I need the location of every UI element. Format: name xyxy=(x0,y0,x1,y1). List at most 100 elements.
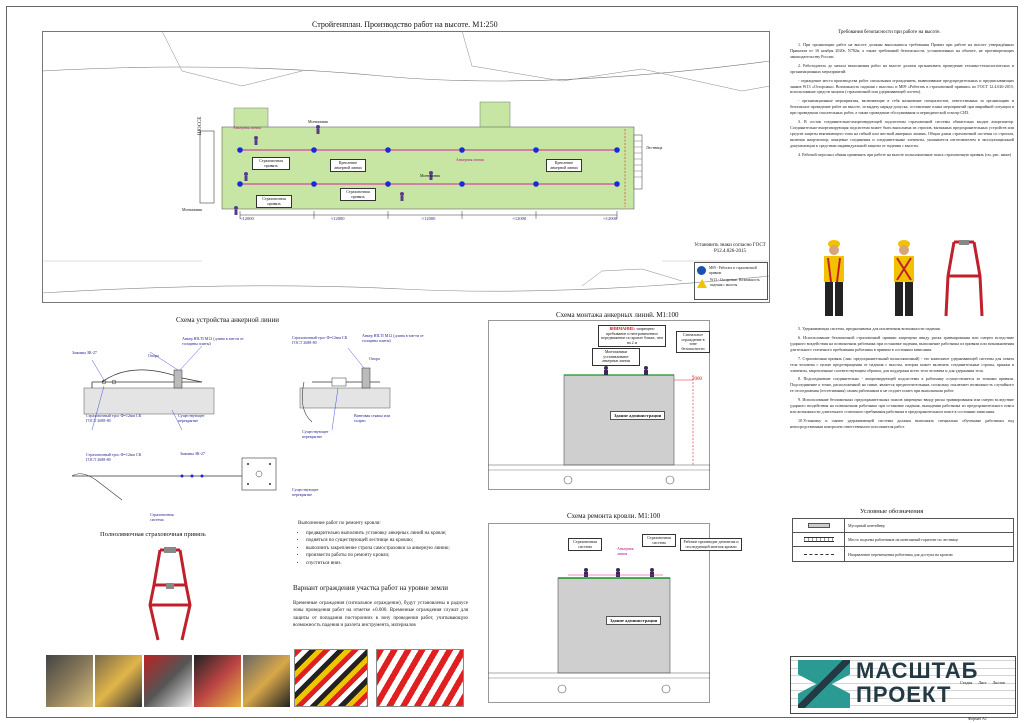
roof-workers: Рабочие производят демонтаж и последующи… xyxy=(680,538,742,552)
stamp-col-sheet: Лист xyxy=(978,680,987,685)
roof-steps-list: предварительно выполнить установку анкер… xyxy=(298,530,478,568)
mount-installer: Монтажники устанавливают анкерные линии xyxy=(592,348,640,366)
clamps-label: Зажимы ЗК-27 xyxy=(72,350,97,355)
harness-photo-1 xyxy=(46,655,94,707)
legend-row-1: Мусорный контейнер xyxy=(793,519,1013,533)
mount-warning: ВНИМАНИЕ: запрещено пребывание и неогран… xyxy=(598,325,666,348)
dimension-row: ≈12000 ≈12000 ≈12000 ≈12000 ≈12000 xyxy=(240,216,617,221)
belt-label-3: Страховочная привязь xyxy=(256,195,292,209)
mount-label-2: Монтажник xyxy=(420,173,441,178)
mount-scheme-title: Схема монтажа анкерных линий. М1:100 xyxy=(556,311,679,319)
support-label: Опора xyxy=(148,353,159,358)
safety-p12: 10.Установку и снятие удерживающей систе… xyxy=(790,417,1014,429)
dim-5: ≈12000 xyxy=(603,216,617,221)
safety-title: Требования безопасности при работе на вы… xyxy=(838,30,941,35)
belt-label-1: Страховочная привязь xyxy=(252,157,290,171)
ground-fence-title: Вариант ограждения участка работ на уров… xyxy=(293,584,449,592)
dim-4: ≈12000 xyxy=(512,216,527,221)
worker-figures xyxy=(824,240,984,317)
safety-p6: 4. Рабочий персонал обязан применять при… xyxy=(798,151,1012,157)
site-plan-drawing xyxy=(42,31,770,303)
mount-scheme-drawing xyxy=(488,320,710,490)
roof-steps-intro: Выполнение работ по ремонту кровли: xyxy=(298,521,381,526)
sign-m09-text: М09 - Работать в страховочной привязи xyxy=(709,266,757,275)
anchor-label-2: Анкерная линия xyxy=(456,157,484,162)
floor-label: Существующее перекрытие xyxy=(178,413,205,423)
ground-fence-text: Временные ограждения (сигнальное огражде… xyxy=(293,601,468,628)
roof-step-3: выполнить закрепление стропа самострахов… xyxy=(306,545,478,553)
fix-label-1: Крепление анкерной линии xyxy=(330,159,366,173)
roof-step-5: спуститься вниз. xyxy=(306,560,478,568)
legend-title: Условные обозначения xyxy=(860,508,924,515)
harness-title: Полнолямочная страховочная привязь xyxy=(100,531,206,538)
safety-p11: 9. Использование безлимочных предохранит… xyxy=(790,397,1014,415)
anchor-label-1: Анкерная линия xyxy=(233,125,261,130)
roof-step-4: произвести работы по ремонту кровли; xyxy=(306,552,478,560)
sign-w13-text: W13 - Осторожно. Возможность падения с в… xyxy=(710,278,760,288)
legend-row-3: Направление перемещения работника для до… xyxy=(793,547,1013,561)
legend-symbol-ladder xyxy=(793,533,845,546)
floor3-label: Существующее перекрытие xyxy=(292,487,319,497)
harness-photo-3 xyxy=(144,655,192,707)
sign-row-2: W13 - Осторожно. Возможность падения с в… xyxy=(697,278,765,288)
sign-m09-icon xyxy=(697,266,706,276)
mount-building: Здание администрации xyxy=(610,411,666,420)
rope3-label: Страховочный трос Ф=12мм СК ГОСТ 2688-80 xyxy=(86,452,142,462)
ladder-label: Лестница xyxy=(646,145,663,150)
stamp-col-sheets: Листов xyxy=(992,680,1005,685)
harness-photo-2 xyxy=(95,655,143,707)
legend-text-1: Мусорный контейнер xyxy=(848,523,885,528)
container-icon xyxy=(807,523,830,528)
fix-label-2: Крепление анкерной линии xyxy=(546,159,582,173)
roof-step-2: подняться по существующей лестнице на кр… xyxy=(306,537,478,545)
dashed-arrow-icon xyxy=(803,553,834,555)
tie-label: Винтовая стяжка или талреп xyxy=(354,413,391,423)
mount-signal: Сигнальное ограждение в зоне безопасност… xyxy=(676,331,710,354)
harness-photo-5 xyxy=(242,655,291,707)
site-plan-title: Стройгенплан. Производство работ на высо… xyxy=(312,20,498,29)
dim-1: ≈12000 xyxy=(240,216,254,221)
fence-tape-photo-1 xyxy=(294,649,368,707)
signs-title: Установить знаки согласно ГОСТ Р12.4.026… xyxy=(694,243,766,255)
anchor-hilti-label: Анкер HILTI M12 (длина в зав-ти от толщи… xyxy=(182,336,244,346)
safety-p7: 5. Удерживающая система, предназначена д… xyxy=(798,326,941,331)
rope2-label: Страховочный трос Ф=12мм СК ГОСТ 2688-80 xyxy=(292,335,348,345)
mount-dim: 2000 xyxy=(692,377,702,382)
stamp-col-stage: Стадия xyxy=(960,680,973,685)
safety-block-2: 5. Удерживающая система, предназначена д… xyxy=(790,326,1014,433)
mount-warning-head: ВНИМАНИЕ: xyxy=(609,326,636,331)
harness-photo-strip xyxy=(46,655,291,707)
safety-p4: - организационные мероприятия, включающи… xyxy=(790,98,1014,116)
sign-w13-icon xyxy=(697,278,707,288)
legend-row-2: Место подъема работников на монтажный го… xyxy=(793,533,1013,547)
anchor-scheme-title: Схема устройства анкерной линии xyxy=(176,316,279,324)
safety-p2: 2. Работодатель до начала выполнения раб… xyxy=(790,62,1014,74)
logo-line-1: МАСШТАБ xyxy=(856,658,979,683)
safety-p10: 8. Подсоединение соединительно - амортиз… xyxy=(790,376,1014,394)
harness-drawing xyxy=(148,547,192,641)
roof-repair-drawing xyxy=(488,523,710,703)
safety-p5: 3. В состав соединительно-амортизирующей… xyxy=(790,119,1014,148)
roof-step-1: предварительно выполнить установку анкер… xyxy=(306,530,478,538)
legend-symbol-container xyxy=(793,519,845,532)
legend-text-3: Направление перемещения работника для до… xyxy=(848,551,953,557)
logo-line-2: ПРОЕКТ xyxy=(856,682,952,707)
safety-p8: 6. Использование безлимочной страховочно… xyxy=(790,334,1014,352)
support2-label: Опора xyxy=(369,356,380,361)
clamps3-label: Зажимы ЗК-27 xyxy=(180,451,205,456)
safety-block-1: 1. При организации работ на высоте должн… xyxy=(790,42,1014,161)
anchor-hilti2-label: Анкер HILTI M12 (длина в зав-ти от толщи… xyxy=(362,333,424,343)
safety-p3: - ограждение места производства работ си… xyxy=(790,77,1014,95)
safety-p1: 1. При организации работ на высоте должн… xyxy=(790,42,1014,59)
roof-sys2: Страховочная система xyxy=(642,534,676,548)
legend-symbol-arrow xyxy=(793,547,845,561)
roof-sys1: Страховочная система xyxy=(568,538,602,552)
road-label: ШОССЕ xyxy=(198,116,203,135)
roof-repair-title: Схема ремонта кровли. М1:100 xyxy=(567,512,661,520)
system-label: Страховочная система xyxy=(150,512,174,522)
sheet-border xyxy=(6,6,1018,718)
ladder-icon xyxy=(803,537,834,542)
legend-table: Мусорный контейнер Место подъема работни… xyxy=(792,518,1014,562)
dim-2: ≈12000 xyxy=(330,216,345,221)
roof-steps: Выполнение работ по ремонту кровли: пред… xyxy=(298,520,478,567)
